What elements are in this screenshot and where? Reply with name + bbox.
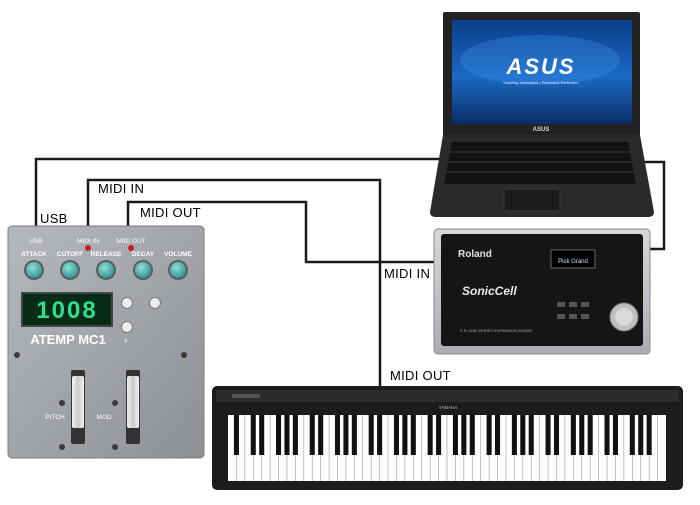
controller-port-midi-in: MIDI IN xyxy=(77,238,99,245)
black-key[interactable] xyxy=(309,415,315,455)
laptop-tagline: Inspiring Innovation • Persistent Perfec… xyxy=(503,80,578,85)
black-key[interactable] xyxy=(587,415,593,455)
black-key[interactable] xyxy=(528,415,534,455)
midi-in-cable xyxy=(86,178,382,388)
black-key[interactable] xyxy=(427,415,433,455)
knob-label: CUTOFF xyxy=(57,251,83,258)
midi-out-top-label: MIDI OUT xyxy=(140,205,201,220)
black-key[interactable] xyxy=(250,415,256,455)
black-key[interactable] xyxy=(377,415,383,455)
knob[interactable] xyxy=(170,262,186,278)
piano-brand: YAMAHA xyxy=(439,405,458,410)
midi-out-cable xyxy=(126,200,434,264)
midi-out-led xyxy=(128,245,134,251)
nav-button-right[interactable] xyxy=(149,297,161,309)
knob-label: DECAY xyxy=(132,251,155,258)
knob-label: VOLUME xyxy=(164,251,192,258)
midi-in-top-label: MIDI IN xyxy=(98,181,145,196)
controller-name: ATEMP MC1 xyxy=(30,332,105,347)
controller-display-value: 1008 xyxy=(36,297,97,324)
black-key[interactable] xyxy=(259,415,265,455)
laptop-screen xyxy=(452,20,632,124)
black-key[interactable] xyxy=(486,415,492,455)
black-key[interactable] xyxy=(402,415,408,455)
knob-label: ATTACK xyxy=(21,251,47,258)
black-key[interactable] xyxy=(469,415,475,455)
knob[interactable] xyxy=(26,262,42,278)
module-board-text: S R-JV80 SERIES EXPANSION BOARD xyxy=(460,328,533,333)
knob[interactable] xyxy=(98,262,114,278)
module-lcd xyxy=(550,249,596,269)
black-key[interactable] xyxy=(638,415,644,455)
knob[interactable] xyxy=(135,262,151,278)
black-key[interactable] xyxy=(276,415,282,455)
sound-module: Roland SonicCell S R-JV80 SERIES EXPANSI… xyxy=(433,228,651,355)
black-key[interactable] xyxy=(461,415,467,455)
knob-row: ATTACK CUTOFF RELEASE DECAY VOLUME xyxy=(21,251,193,280)
module-lcd-text: Pick Grand xyxy=(558,259,588,265)
black-key[interactable] xyxy=(410,415,416,455)
laptop-keyboard xyxy=(444,142,636,184)
mod-slider[interactable] xyxy=(127,376,139,428)
usb-cable xyxy=(34,157,446,232)
laptop: ASUS Inspiring Innovation • Persistent P… xyxy=(430,12,654,217)
black-key[interactable] xyxy=(520,415,526,455)
knob[interactable] xyxy=(62,262,78,278)
black-key[interactable] xyxy=(579,415,585,455)
midi-in-led xyxy=(85,245,91,251)
black-key[interactable] xyxy=(334,415,341,455)
pitch-slider[interactable] xyxy=(72,376,84,428)
laptop-touchpad xyxy=(503,188,561,212)
laptop-screen-brand: ASUS xyxy=(505,54,575,79)
midi-in-right-label: MIDI IN xyxy=(384,266,431,281)
function-button-label: F xyxy=(124,339,127,345)
cables xyxy=(34,157,666,388)
module-brand: Roland xyxy=(458,249,492,260)
controller-port-midi-out: MIDI OUT xyxy=(116,238,145,245)
controller-port-usb: USB xyxy=(29,238,42,245)
controller-panel xyxy=(7,225,205,459)
function-button[interactable] xyxy=(121,321,133,333)
controller-display xyxy=(21,292,113,327)
black-key[interactable] xyxy=(368,415,374,455)
black-key[interactable] xyxy=(436,415,442,455)
module-product: SonicCell xyxy=(462,284,517,298)
midi-out-bottom-label: MIDI OUT xyxy=(390,368,451,383)
laptop-bezel-brand: ASUS xyxy=(533,127,550,133)
black-key[interactable] xyxy=(452,415,458,455)
black-key[interactable] xyxy=(545,415,551,455)
black-key[interactable] xyxy=(284,415,290,455)
black-key[interactable] xyxy=(604,415,610,455)
pitch-label: PITCH xyxy=(45,414,65,421)
digital-piano: YAMAHA xyxy=(212,386,683,490)
black-key[interactable] xyxy=(612,415,618,455)
black-key[interactable] xyxy=(292,415,298,455)
knob-label: RELEASE xyxy=(91,251,122,258)
black-key[interactable] xyxy=(646,415,652,455)
laptop-to-module-cable xyxy=(634,160,666,251)
black-key[interactable] xyxy=(233,415,239,455)
black-key[interactable] xyxy=(511,415,517,455)
black-key[interactable] xyxy=(351,415,357,455)
usb-label: USB xyxy=(40,211,68,226)
black-key[interactable] xyxy=(318,415,324,455)
black-key[interactable] xyxy=(495,415,501,455)
black-key[interactable] xyxy=(629,415,635,455)
black-key[interactable] xyxy=(393,415,399,455)
mod-label: MOD xyxy=(96,414,111,421)
midi-controller: USB MIDI IN MIDI OUT ATTACK CUTOFF RELEASE… xyxy=(7,225,205,459)
black-key[interactable] xyxy=(553,415,560,455)
black-key[interactable] xyxy=(343,415,349,455)
black-key[interactable] xyxy=(570,415,576,455)
nav-button-left[interactable] xyxy=(121,297,133,309)
